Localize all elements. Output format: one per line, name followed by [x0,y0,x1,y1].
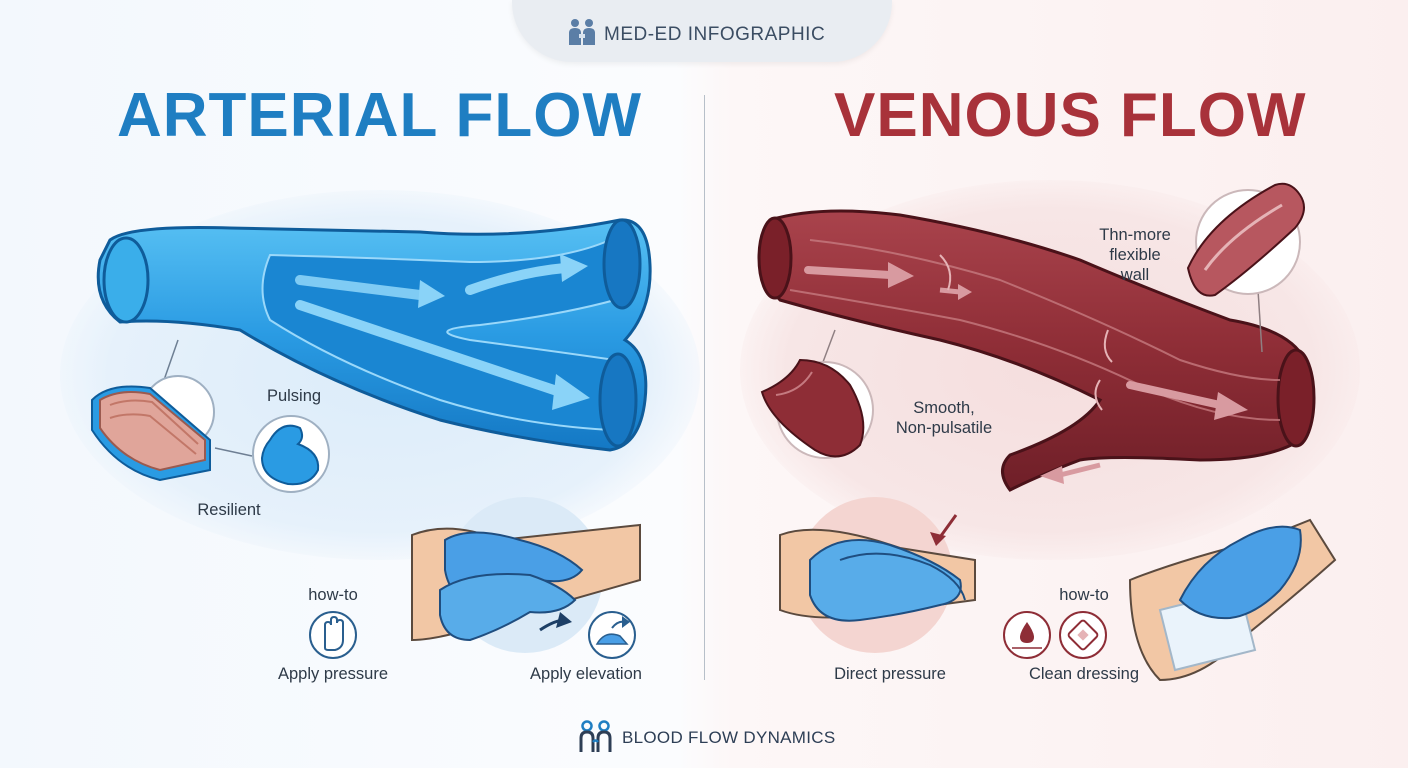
vein-wall-label: Thn-more flexible wall [1080,225,1190,285]
resilient-label: Resilient [197,501,261,519]
artery-wall-section [91,375,215,482]
vein-illustration [757,209,1316,492]
vein-wall-detail [1186,182,1305,297]
smooth-label-line1: Smooth, [913,399,975,417]
people-icon [569,19,595,45]
apply-elevation-label: Apply elevation [530,665,642,683]
bandage-icon [1059,611,1107,659]
drop-icon [1003,611,1051,659]
vein-wall-label-line3: wall [1120,266,1150,284]
apply-pressure-label: Apply pressure [277,665,389,683]
center-divider [704,95,705,680]
arterial-howto-label: how-to [308,586,358,604]
direct-pressure-label: Direct pressure [834,665,946,683]
header-badge: MED-ED INFOGRAPHIC [604,24,826,45]
hand-icon [309,611,357,659]
pulsing-drop-icon [214,415,330,493]
vein-section-detail [760,358,874,459]
smooth-label: Smooth, Non-pulsatile [884,398,1004,438]
elevation-icon [588,611,636,659]
footer-brand: BLOOD FLOW DYNAMICS [622,728,836,747]
venous-direct-pressure-illustration [779,497,976,653]
vein-wall-label-line2: flexible [1109,246,1161,264]
venous-howto-label: how-to [1059,586,1109,604]
smooth-label-line2: Non-pulsatile [895,419,993,437]
arterial-pressure-illustration [411,497,641,653]
artery-illustration [96,218,652,452]
logo-icon [579,720,612,752]
clean-dressing-label: Clean dressing [1028,665,1140,683]
arterial-title: ARTERIAL FLOW [117,81,643,150]
venous-title: VENOUS FLOW [834,81,1307,150]
pulsing-label: Pulsing [266,387,322,405]
venous-dressing-illustration [1128,518,1337,682]
vein-wall-label-line1: Thn-more [1099,226,1171,244]
